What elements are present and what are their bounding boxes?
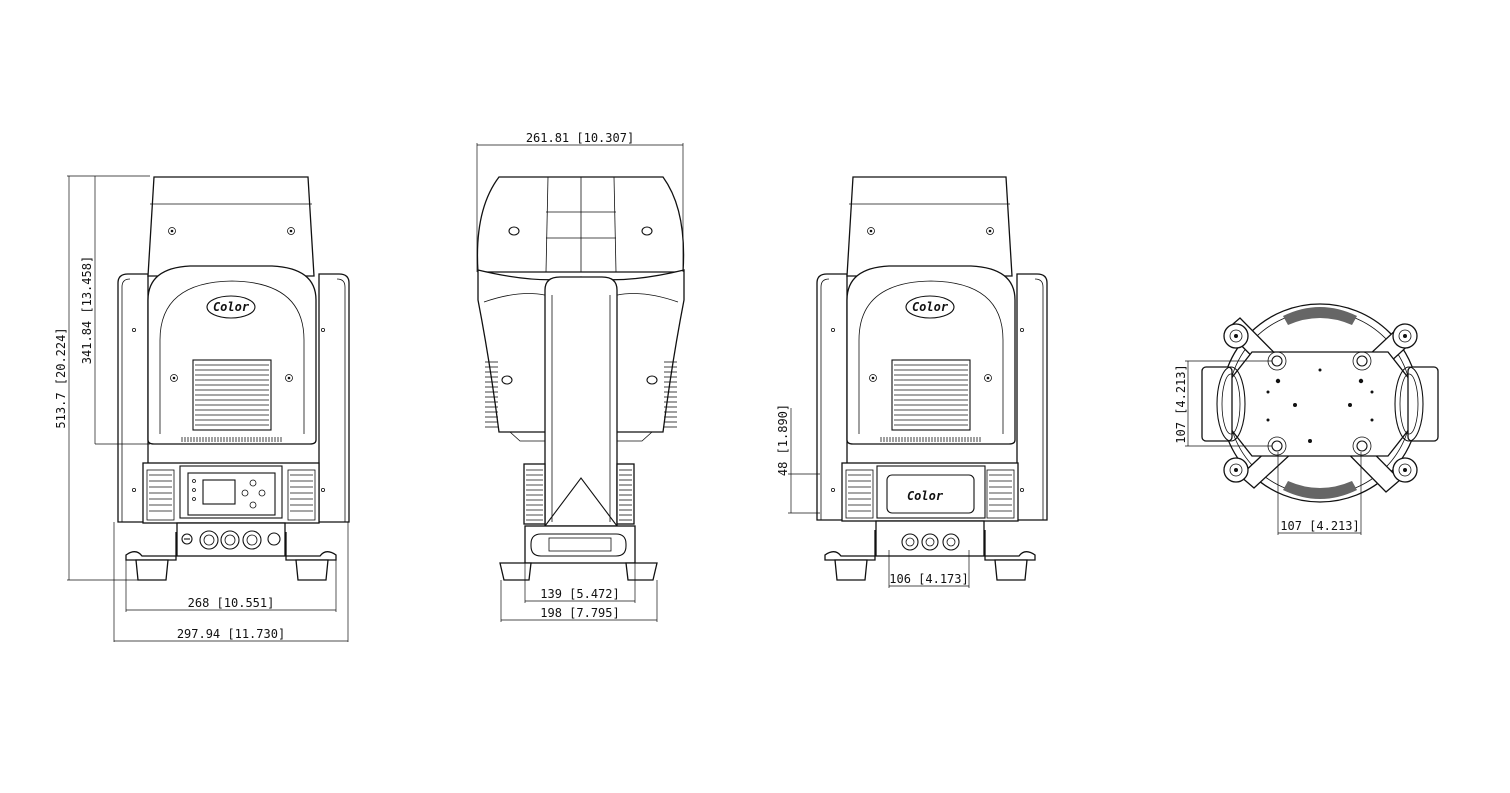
bottom-dimensions: 107 [4.213] 107 [4.213] <box>1174 360 1362 535</box>
menu-button[interactable] <box>249 479 257 487</box>
enter-button[interactable] <box>249 501 257 509</box>
rear-vent-grille <box>894 364 968 426</box>
front-overall-width-label: 297.94 [11.730] <box>177 627 285 641</box>
rear-yoke <box>816 273 1048 521</box>
front-total-height-label: 513.7 [20.224] <box>54 327 68 428</box>
rear-head: Color <box>846 176 1016 445</box>
dmx-out-connector <box>242 530 262 550</box>
front-display-screen <box>202 479 236 505</box>
power-out-connector <box>267 532 281 546</box>
side-yoke-arm <box>544 276 618 527</box>
bottom-bottom-grille <box>1283 481 1357 499</box>
up-button[interactable] <box>241 489 249 497</box>
rear-base: Color <box>824 462 1036 581</box>
front-logo: Color <box>213 300 250 314</box>
front-head: Color <box>147 176 317 445</box>
rear-head-logo: Color <box>912 300 949 314</box>
front-vent-grille <box>195 364 269 426</box>
front-head-vent-strip <box>181 437 282 442</box>
fuse-holder <box>181 533 193 545</box>
rear-panel-width-label: 106 [4.173] <box>889 572 968 586</box>
front-view: Color <box>54 175 350 642</box>
front-dimensions: 513.7 [20.224] 341.84 [13.458] 268 [10.5… <box>54 175 349 642</box>
rear-base-logo: Color <box>907 489 944 503</box>
down-button[interactable] <box>258 489 266 497</box>
front-base-width-label: 268 [10.551] <box>188 596 275 610</box>
side-dimensions: 261.81 [10.307] 139 [5.472] 198 [7.795] <box>476 131 684 622</box>
bottom-view: 107 [4.213] 107 [4.213] <box>1174 303 1439 535</box>
side-view: 261.81 [10.307] 139 [5.472] 198 [7.795] <box>476 131 685 622</box>
side-base-depth-label: 198 [7.795] <box>540 606 619 620</box>
bottom-hole-spacing-v-label: 107 [4.213] <box>1174 364 1188 443</box>
side-base-inner-label: 139 [5.472] <box>540 587 619 601</box>
mount-hole-br <box>1356 440 1368 452</box>
bottom-hole-spacing-h-label: 107 [4.213] <box>1280 519 1359 533</box>
mount-hole-tr <box>1356 355 1368 367</box>
dmx-in-connector <box>220 530 240 550</box>
rear-base-height-label: 48 [1.890] <box>776 404 790 476</box>
front-base <box>125 462 337 581</box>
rear-dimensions: 48 [1.890] 106 [4.173] <box>776 404 970 588</box>
side-head-depth-label: 261.81 [10.307] <box>526 131 634 145</box>
front-yoke <box>117 273 350 523</box>
front-head-height-label: 341.84 [13.458] <box>80 256 94 364</box>
power-in-connector <box>199 530 219 550</box>
bottom-top-grille <box>1283 307 1357 325</box>
side-base <box>499 463 658 581</box>
rear-view: Color Color 48 <box>776 176 1048 588</box>
